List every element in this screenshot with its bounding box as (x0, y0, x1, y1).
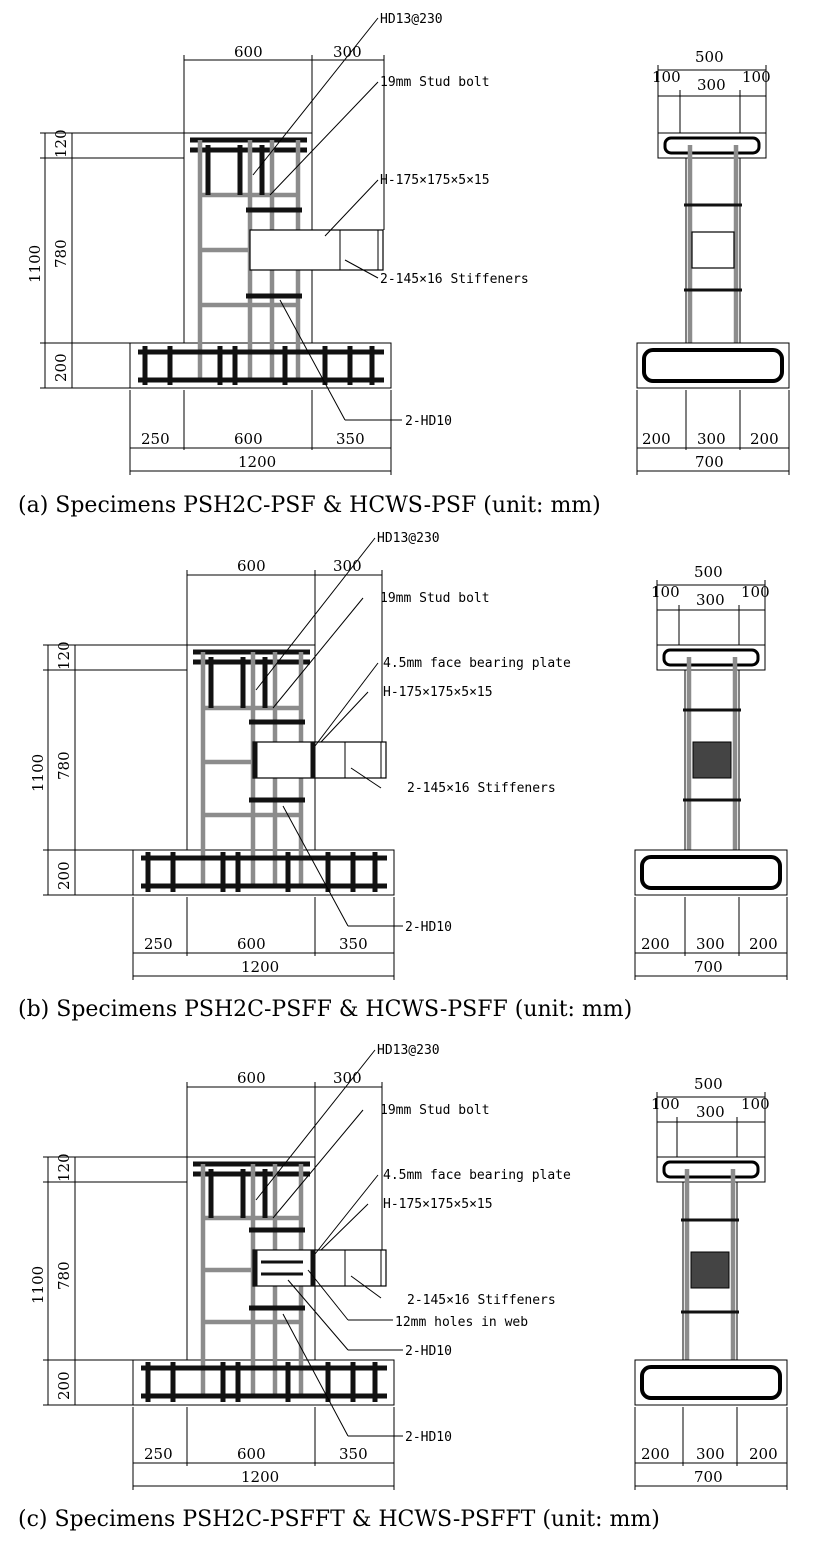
label-face-bearing-plate: 4.5mm face bearing plate (383, 1168, 571, 1183)
dim-top-300: 300 (333, 557, 362, 575)
elevation-view (132, 1049, 403, 1437)
dim-side-780: 780 (52, 239, 70, 268)
elevation-dimensions (43, 1082, 395, 1490)
dim-side-1100: 1100 (29, 1266, 47, 1304)
label-stiffeners: 2-145×16 Stiffeners (380, 272, 529, 287)
dim-section-500: 500 (694, 563, 723, 581)
label-hd10: 2-HD10 (405, 414, 452, 429)
dim-section-bottom-200-left: 200 (641, 1445, 670, 1463)
dim-section-100-left: 100 (652, 68, 681, 86)
dim-section-bottom-700: 700 (695, 453, 724, 471)
dim-side-1100: 1100 (29, 754, 47, 792)
dim-bottom-1200: 1200 (241, 958, 279, 976)
dim-bottom-600: 600 (237, 935, 266, 953)
dim-side-120: 120 (55, 641, 73, 670)
dim-section-300: 300 (696, 591, 725, 609)
dim-section-300: 300 (697, 76, 726, 94)
cross-section-view (636, 65, 790, 475)
panel-a: HD13@230 19mm Stud bolt H-175×175×5×15 2… (18, 12, 790, 518)
dim-side-200: 200 (55, 861, 73, 890)
dim-side-780: 780 (55, 1261, 73, 1290)
dim-bottom-250: 250 (141, 430, 170, 448)
dim-section-100-right: 100 (741, 1095, 770, 1113)
label-h-section: H-175×175×5×15 (383, 685, 493, 700)
elevation-view (129, 17, 402, 421)
dim-top-300: 300 (333, 43, 362, 61)
dim-bottom-350: 350 (339, 1445, 368, 1463)
dim-bottom-1200: 1200 (241, 1468, 279, 1486)
face-bearing-plate (690, 1251, 730, 1289)
elevation-dimensions (43, 570, 395, 980)
caption-a: (a) Specimens PSH2C-PSF & HCWS-PSF (unit… (18, 493, 601, 518)
dim-section-bottom-300: 300 (696, 1445, 725, 1463)
caption-c: (c) Specimens PSH2C-PSFFT & HCWS-PSFFT (… (18, 1507, 660, 1532)
label-stud-bolt: 19mm Stud bolt (380, 1103, 490, 1118)
dim-section-bottom-200-right: 200 (750, 430, 779, 448)
dim-side-120: 120 (52, 129, 70, 158)
label-stud-bolt: 19mm Stud bolt (380, 75, 490, 90)
label-stiffeners: 2-145×16 Stiffeners (407, 1293, 556, 1308)
dim-top-600: 600 (237, 557, 266, 575)
dim-bottom-600: 600 (234, 430, 263, 448)
dim-section-100-left: 100 (651, 583, 680, 601)
dim-bottom-350: 350 (336, 430, 365, 448)
label-rebar: HD13@230 (380, 12, 443, 27)
label-stiffeners: 2-145×16 Stiffeners (407, 781, 556, 796)
panel-c: HD13@230 19mm Stud bolt 4.5mm face beari… (18, 1043, 788, 1532)
dim-top-600: 600 (237, 1069, 266, 1087)
dim-bottom-600: 600 (237, 1445, 266, 1463)
dim-top-300: 300 (333, 1069, 362, 1087)
dim-side-200: 200 (55, 1371, 73, 1400)
elevation-dimensions (40, 55, 392, 475)
dim-section-bottom-200-left: 200 (642, 430, 671, 448)
steel-beam (249, 229, 384, 271)
label-h-section: H-175×175×5×15 (380, 173, 490, 188)
dim-section-300: 300 (696, 1103, 725, 1121)
dim-bottom-250: 250 (144, 935, 173, 953)
dim-section-bottom-300: 300 (697, 430, 726, 448)
cross-section-view (634, 580, 788, 980)
dim-section-100-right: 100 (741, 583, 770, 601)
label-rebar: HD13@230 (377, 1043, 440, 1058)
label-hd10: 2-HD10 (405, 920, 452, 935)
dim-section-500: 500 (695, 48, 724, 66)
label-web-holes: 12mm holes in web (395, 1315, 528, 1330)
label-face-bearing-plate: 4.5mm face bearing plate (383, 656, 571, 671)
label-h-section: H-175×175×5×15 (383, 1197, 493, 1212)
label-rebar: HD13@230 (377, 531, 440, 546)
elevation-view (132, 537, 403, 927)
dim-section-bottom-700: 700 (694, 1468, 723, 1486)
dim-section-bottom-200-right: 200 (749, 1445, 778, 1463)
dim-section-100-right: 100 (742, 68, 771, 86)
dim-section-bottom-200-left: 200 (641, 935, 670, 953)
face-bearing-plate (692, 741, 732, 779)
label-stud-bolt: 19mm Stud bolt (380, 591, 490, 606)
dim-top-600: 600 (234, 43, 263, 61)
dim-bottom-1200: 1200 (238, 453, 276, 471)
dim-section-500: 500 (694, 1075, 723, 1093)
dim-bottom-250: 250 (144, 1445, 173, 1463)
dim-section-100-left: 100 (651, 1095, 680, 1113)
dim-side-120: 120 (55, 1153, 73, 1182)
dim-section-bottom-200-right: 200 (749, 935, 778, 953)
foundation-ties (142, 346, 375, 385)
label-hd10-upper: 2-HD10 (405, 1344, 452, 1359)
dim-side-780: 780 (55, 751, 73, 780)
caption-b: (b) Specimens PSH2C-PSFF & HCWS-PSFF (un… (18, 997, 632, 1022)
dim-side-200: 200 (52, 353, 70, 382)
label-hd10-lower: 2-HD10 (405, 1430, 452, 1445)
dim-bottom-350: 350 (339, 935, 368, 953)
cross-section-view (634, 1092, 788, 1490)
dim-section-bottom-300: 300 (696, 935, 725, 953)
dim-section-bottom-700: 700 (694, 958, 723, 976)
panel-b: HD13@230 19mm Stud bolt 4.5mm face beari… (18, 531, 788, 1022)
dim-side-1100: 1100 (26, 245, 44, 283)
